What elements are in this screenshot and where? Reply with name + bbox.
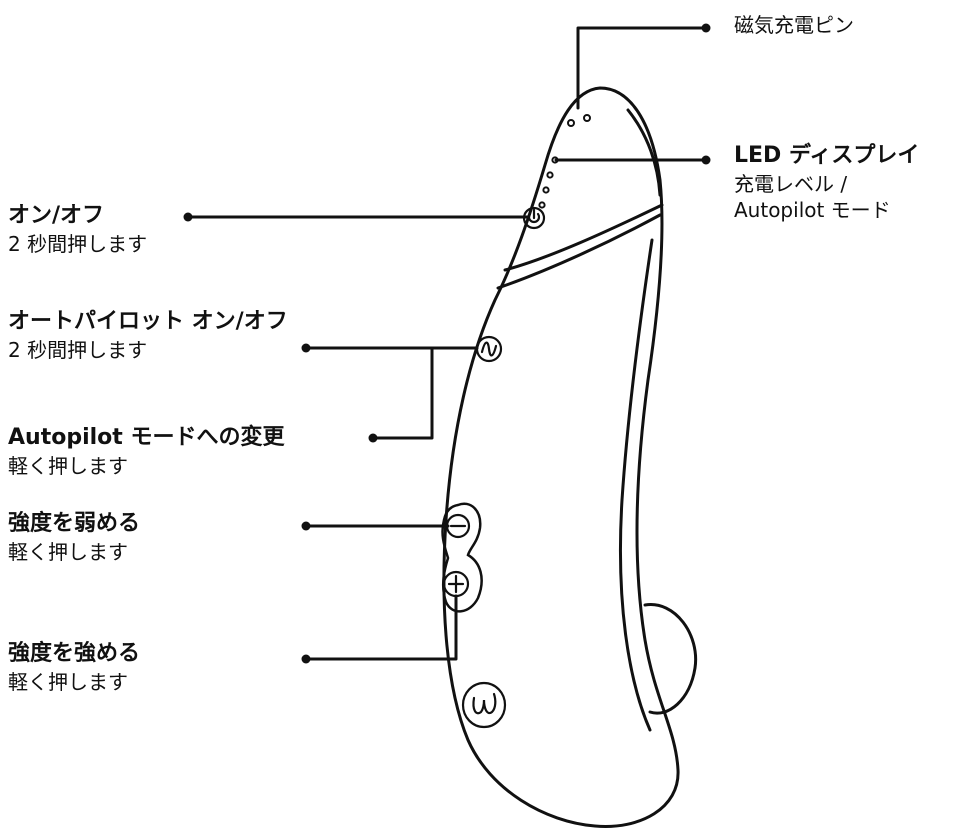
label-power-sub: 2 秒間押します [8,231,148,256]
leader-dot [301,343,311,353]
leader-dot [301,521,311,531]
charging-pin [567,119,575,127]
label-led-line1: 充電レベル / [734,171,848,196]
label-mode-change-title: Autopilot モードへの変更 [8,425,285,450]
device-head-seam-2 [496,213,662,290]
label-autopilot-title: オートパイロット オン/オフ [8,309,288,334]
leader-change [371,346,434,440]
leader-dot [368,433,378,443]
device-head-seam [503,203,664,272]
device-back-curve [618,238,654,732]
leader-dot [183,212,193,222]
device-body-outline [442,86,680,828]
label-increase-title: 強度を強める [8,641,141,666]
leader-magnetic [576,26,707,110]
led-dot [542,186,550,194]
womanizer-logo-icon [472,692,497,715]
label-magnetic-text: 磁気充電ピン [734,13,854,37]
leader-dot [701,155,711,165]
label-led-title: LED ディスプレイ [734,143,920,168]
label-autopilot: オートパイロット オン/オフ 2 秒間押します [8,308,288,363]
increase-button[interactable] [442,570,470,598]
label-led-display: LED ディスプレイ 充電レベル / Autopilot モード [734,142,919,223]
led-dot [538,201,546,209]
label-mode-change: Autopilot モードへの変更 軽く押します [8,424,284,479]
label-decrease-title: 強度を弱める [8,511,141,536]
label-decrease-sub: 軽く押します [8,539,128,564]
label-magnetic-pins: 磁気充電ピン [734,12,854,38]
led-dot [546,171,554,179]
leader-dot [701,23,711,33]
charging-pin [583,114,591,122]
device-side-knob [643,603,698,715]
intensity-pill [441,502,483,613]
autopilot-wave-icon [480,341,498,357]
label-mode-change-sub: 軽く押します [8,453,128,478]
label-led-line2: Autopilot モード [734,197,891,222]
device-edge-highlight [626,108,662,197]
label-power-title: オン/オフ [8,203,105,228]
label-decrease: 強度を弱める 軽く押します [8,510,140,565]
leader-dot [301,654,311,664]
label-increase: 強度を強める 軽く押します [8,640,140,695]
decrease-button[interactable] [445,513,471,539]
label-power: オン/オフ 2 秒間押します [8,202,147,257]
leader-increase [304,594,458,661]
autopilot-button[interactable] [475,335,503,363]
label-autopilot-sub: 2 秒間押します [8,337,148,362]
plus-icon [447,574,465,594]
womanizer-logo [461,681,507,729]
label-increase-sub: 軽く押します [8,669,128,694]
